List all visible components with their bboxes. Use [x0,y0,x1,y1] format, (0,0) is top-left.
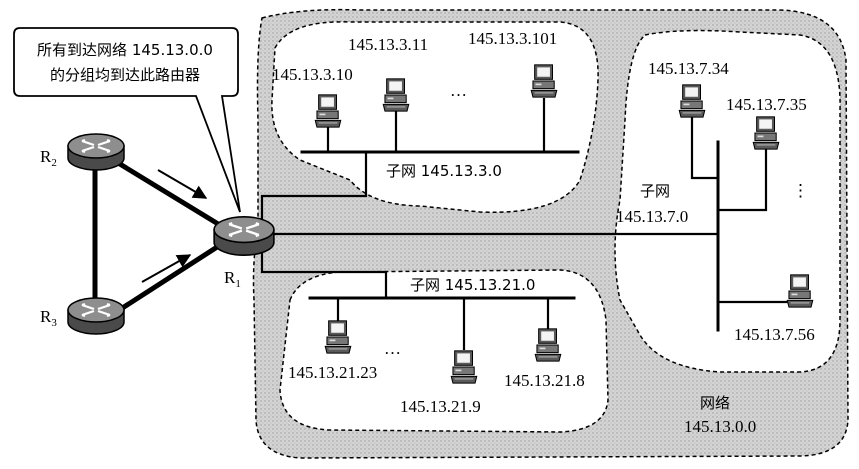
router-r3-icon [66,296,126,336]
host-computer-icon [534,328,562,362]
router-r2-icon [66,132,126,172]
host-computer-icon [786,274,814,308]
subnet3-ellipsis: … [450,81,467,100]
subnet7-drop-1 [690,116,718,180]
host-ip-label: 145.13.7.34 [648,59,729,78]
subnet7-label: 子网 [640,182,670,200]
subnet21-ellipsis: … [384,339,401,358]
host-ip-label: 145.13.21.8 [504,371,585,390]
host-computer-icon [314,94,342,128]
host-computer-icon [324,320,352,354]
arrow-r2-to-r1 [157,169,208,199]
subnet7-ellipsis: ⋮ [792,181,809,200]
router-r3-label: R3 [40,307,57,329]
host-ip-label: 145.13.3.101 [468,29,557,48]
host-ip-label: 145.13.21.23 [288,363,377,382]
arrow-r3-to-r1 [141,254,192,283]
host-ip-label: 145.13.7.56 [734,325,815,344]
host-ip-label: 145.13.3.11 [348,35,428,54]
subnet7-blob [614,29,841,373]
host-computer-icon [382,78,410,112]
link-r2-r1 [107,155,231,233]
host-ip-label: 145.13.3.10 [272,65,353,84]
wire-r1-subnet21 [260,248,388,298]
host-ip-label: 145.13.7.35 [726,95,807,114]
callout-line2: 的分组均到达此路由器 [50,66,200,84]
subnet7-drop-2 [718,148,768,212]
callout-line1: 所有到达网络 145.13.0.0 [37,41,213,59]
subnet7-address: 145.13.7.0 [616,207,688,226]
host-ip-label: 145.13.21.9 [400,397,481,416]
subnet3-label: 子网 145.13.3.0 [386,162,502,180]
host-computer-icon [530,64,558,98]
router-r1-label: R1 [224,268,241,290]
host-computer-icon [752,116,780,150]
subnet21-label: 子网 145.13.21.0 [410,276,535,294]
host-computer-icon [450,350,478,384]
callout-box [13,27,241,213]
network-label: 网络 [700,394,730,412]
host-computer-icon [678,84,706,118]
subnet3-blob [271,21,599,213]
router-r2-label: R2 [40,147,57,169]
router-r1-icon [212,215,276,257]
network-address: 145.13.0.0 [684,417,756,436]
link-r3-r1 [107,237,231,319]
wire-r1-subnet3 [260,152,368,222]
